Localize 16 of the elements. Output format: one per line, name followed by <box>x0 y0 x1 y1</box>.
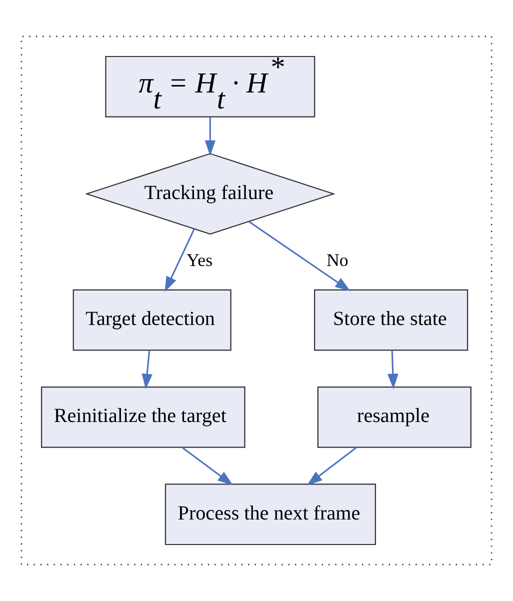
node-box: Reinitialize the target <box>40 386 246 448</box>
node-box: Store the state <box>314 289 468 351</box>
arrow <box>182 446 234 486</box>
arrow <box>248 220 350 292</box>
edge-label: No <box>326 250 348 270</box>
node-box: Process the next frame <box>164 484 376 546</box>
arrow <box>306 446 357 486</box>
arrow <box>388 350 398 390</box>
arrow <box>204 117 216 156</box>
arrow <box>142 350 152 390</box>
node-box: resample <box>317 386 472 448</box>
node-box: Target detection <box>72 289 232 351</box>
cluster <box>20 36 492 566</box>
arrow <box>164 228 195 292</box>
node-diamond: Tracking failure <box>84 153 336 235</box>
edge-label: Yes <box>186 250 213 270</box>
